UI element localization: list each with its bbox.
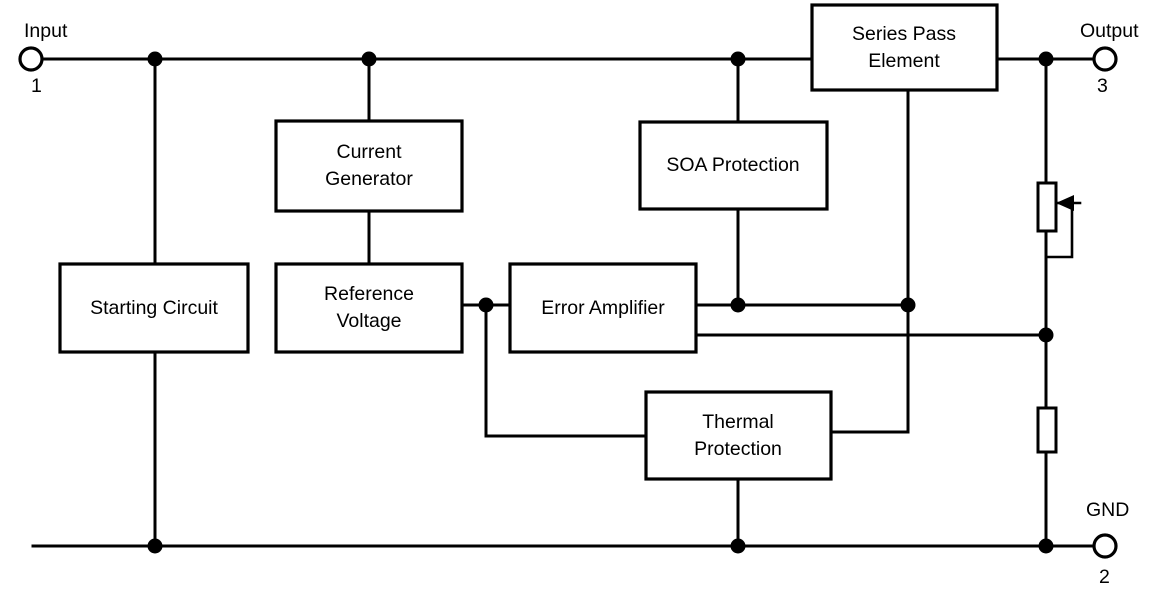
block-current-generator-rect [274,119,464,213]
port-input-label: Input [24,20,68,42]
block-thermal-protection[interactable]: Thermal Protection [644,390,833,481]
block-error-amplifier-rect [508,262,698,354]
block-series-pass-element-label-line-1: Series Pass [852,23,956,45]
port-output-pin-number: 3 [1097,75,1108,97]
junction-input-currentgen-tap [361,51,377,67]
block-reference-voltage-rect [274,262,464,354]
block-series-pass-element-label-line-2: Element [868,50,940,72]
block-soa-protection-label-line-1: SOA Protection [666,154,799,176]
block-reference-voltage-label-line-1: Reference [324,283,414,305]
port-input-pin-number: 1 [31,75,42,97]
junction-output-node [1038,51,1054,67]
block-thermal-protection-rect [644,390,833,481]
wire-series-pass-element-to-thermal-protection [829,88,910,434]
block-current-generator-label-line-1: Current [336,141,402,163]
block-current-generator-label-line-2: Generator [325,168,413,190]
junction-gnd-divider-tap [1038,538,1054,554]
junction-input-starting-tap [147,51,163,67]
port-output-label: Output [1080,20,1139,42]
block-error-amplifier[interactable]: Error Amplifier [508,262,698,354]
resistor-body-icon [1036,406,1058,454]
junction-soa-erroramp-node [730,297,746,313]
block-series-pass-element-rect [810,3,999,92]
terminal-input-circle[interactable] [18,46,44,72]
junction-layer [147,51,1054,554]
port-ground-pin-number: 2 [1099,566,1110,588]
port-layer: Input 1 Output 3 GND 2 [18,20,1139,588]
potentiometer-body-icon [1036,181,1058,233]
block-starting-circuit-rect [58,262,250,354]
junction-feedback-wiper-node [1038,327,1054,343]
block-layer: Starting Circuit Current Generator Refer… [58,3,999,481]
block-reference-voltage[interactable]: Reference Voltage [274,262,464,354]
junction-gnd-starting-tap [147,538,163,554]
junction-pass-drive-node [900,297,916,313]
junction-gnd-thermal-tap [730,538,746,554]
block-starting-circuit-label-line-1: Starting Circuit [90,297,218,319]
port-ground-label: GND [1086,499,1129,521]
component-layer [1036,181,1082,454]
block-soa-protection[interactable]: SOA Protection [638,120,829,211]
block-error-amplifier-label-line-1: Error Amplifier [541,297,665,319]
block-current-generator[interactable]: Current Generator [274,119,464,213]
terminal-output-circle[interactable] [1092,46,1118,72]
block-thermal-protection-label-line-2: Protection [694,438,782,460]
block-starting-circuit[interactable]: Starting Circuit [58,262,250,354]
block-soa-protection-rect [638,120,829,211]
terminal-ground-circle[interactable] [1092,533,1118,559]
junction-reference-out-node [478,297,494,313]
block-series-pass-element[interactable]: Series Pass Element [810,3,999,92]
potentiometer-wiper-lead [1044,201,1074,259]
wire-reference-node-to-thermal-protection [484,303,648,438]
block-thermal-protection-label-line-1: Thermal [702,411,774,433]
block-reference-voltage-label-line-2: Voltage [336,310,401,332]
junction-input-soa-tap [730,51,746,67]
